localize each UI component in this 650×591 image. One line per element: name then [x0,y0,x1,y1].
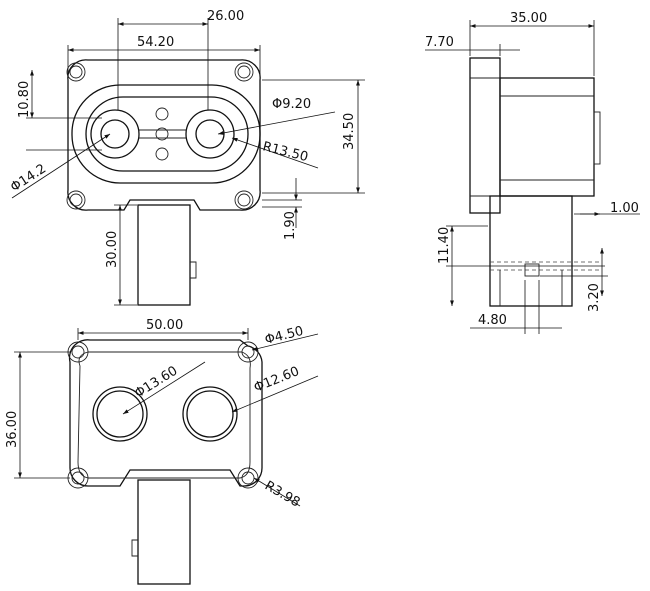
top-view-connector [137,204,191,306]
bottom-view-mount-hole [71,345,85,359]
side-view-dim-step: 1.00 [610,201,639,216]
top-view-mount-hole [234,62,254,82]
top-view-dim-connector-length: 30.00 [105,231,120,268]
side-view-dim-latch-height: 11.40 [437,227,452,264]
top-view-dim-height: 34.50 [342,113,357,150]
side-view-connector [489,195,573,307]
top-view-port-left-bore [100,119,130,149]
side-view-latch [524,263,540,277]
bottom-view-port-left [92,386,148,442]
bottom-view-port-left-inner [96,390,144,438]
top-view-dim-step: 1.90 [283,211,298,240]
top-view-dim-radius: R13.50 [261,139,310,165]
top-view-port-right [185,109,235,159]
side-view-dim-latch-pos: 4.80 [478,313,507,328]
top-view-flange-outline [67,59,261,211]
bottom-view-mount-hole [241,471,255,485]
top-view-dim-width: 54.20 [137,35,174,50]
side-view-dim-depth: 35.00 [510,11,547,26]
side-view-dim-latch-size: 3.20 [587,283,602,312]
bottom-view-mount-hole [67,467,89,489]
top-view-boss-inner [85,96,249,172]
top-view-connector-latch [190,261,197,279]
top-view-port-left [90,109,140,159]
side-view-bump [593,111,601,165]
side-view-flange [469,57,501,214]
top-view-boss-outer [71,84,261,184]
bottom-view-port-right-inner [186,390,234,438]
top-view-mount-hole [69,65,83,79]
top-view-dim-port-spacing: 26.00 [207,9,244,24]
top-view-channel-hole [155,127,169,141]
top-view-channel-hole [155,147,169,161]
top-view-mount-hole [234,190,254,210]
top-view-mount-hole [237,193,251,207]
bottom-view-port-right [182,386,238,442]
top-view-dim-offset: 10.80 [17,81,32,118]
bottom-view-dim-corner-radius: R3.98 [262,478,302,510]
bottom-view-dim-height: 36.00 [5,411,20,448]
top-view-mount-hole [237,65,251,79]
side-view: 35.00 7.70 1.00 11.40 3.20 4.80 [425,11,640,334]
top-view-mount-hole [69,193,83,207]
top-view-channel-hole [155,107,169,121]
bottom-view-connector [137,479,191,585]
bottom-view-dim-width: 50.00 [146,318,183,333]
bottom-view-mount-hole [71,471,85,485]
top-view-mount-hole [66,62,86,82]
bottom-view-dim-port-right: Φ12.60 [252,364,302,396]
bottom-view-mount-hole [241,345,255,359]
top-view-mount-hole [66,190,86,210]
bottom-view-outline [68,339,263,487]
top-view-dim-port-right: Φ9.20 [272,97,311,112]
top-view-port-right-bore [195,119,225,149]
bottom-view-connector-latch [131,539,138,557]
bottom-view-mount-hole [237,341,259,363]
bottom-view: 50.00 36.00 Φ4.50 Φ13.60 Φ12.60 R3.98 [5,318,319,585]
side-view-dim-flange: 7.70 [425,35,454,50]
top-view: 54.20 26.00 34.50 10.80 Φ14.2 Φ9.20 R13.… [8,9,365,306]
top-view-dim-port-left: Φ14.2 [8,161,49,195]
bottom-view-dim-mount-hole: Φ4.50 [263,324,305,348]
